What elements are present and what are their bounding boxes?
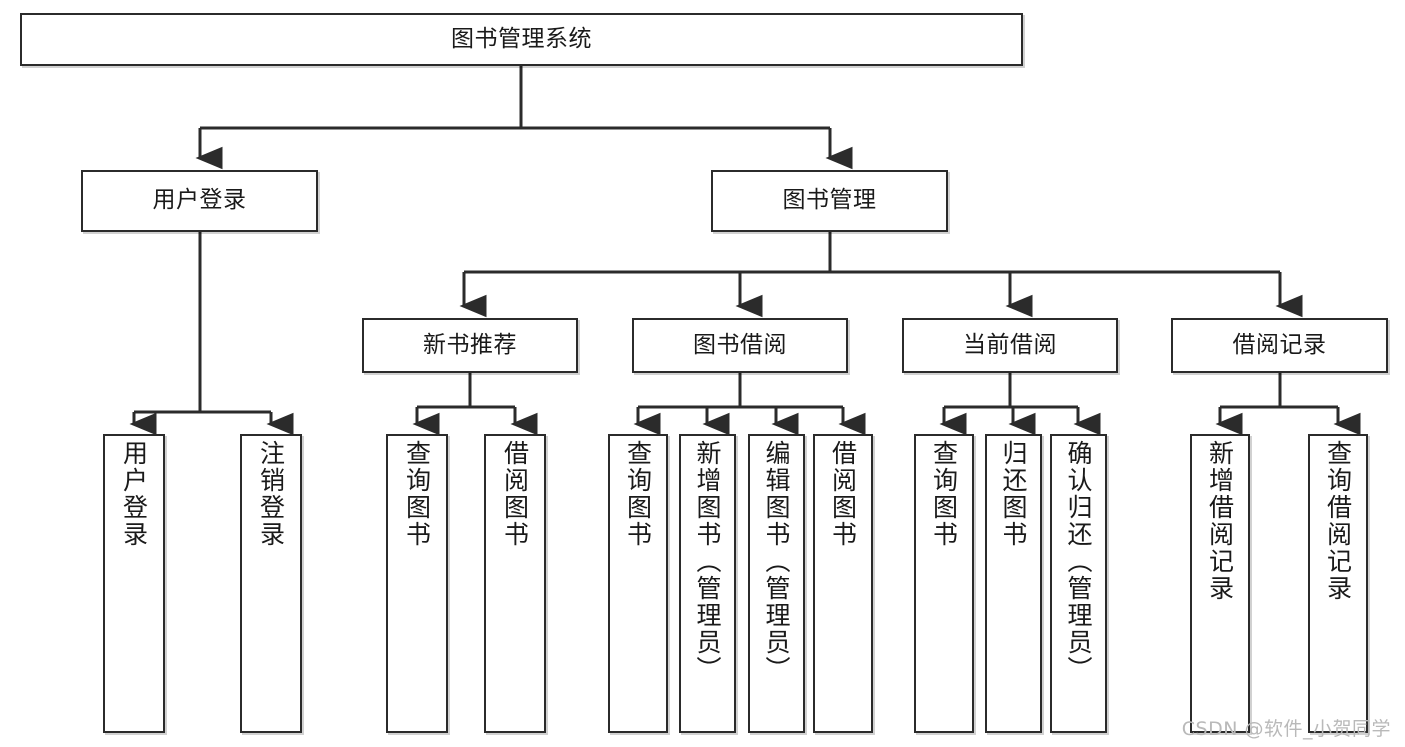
node-leaf-query-book-borrow[interactable]: 查询图书 xyxy=(608,434,668,733)
node-leaf-logout[interactable]: 注销登录 xyxy=(240,434,302,733)
node-leaf-confirm-return-label: 确认归还（管理员） xyxy=(1064,440,1093,683)
node-leaf-edit-book[interactable]: 编辑图书（管理员） xyxy=(748,434,805,733)
node-leaf-user-login[interactable]: 用户登录 xyxy=(103,434,165,733)
node-leaf-query-record[interactable]: 查询借阅记录 xyxy=(1308,434,1368,733)
node-leaf-query-book-rec-label: 查询图书 xyxy=(402,440,432,548)
node-leaf-return-book-label: 归还图书 xyxy=(999,440,1028,548)
node-leaf-query-book-cur-label: 查询图书 xyxy=(929,440,959,548)
node-user-login-label: 用户登录 xyxy=(152,187,247,214)
node-user-login[interactable]: 用户登录 xyxy=(81,170,318,232)
node-leaf-add-book[interactable]: 新增图书（管理员） xyxy=(679,434,736,733)
node-current-borrow[interactable]: 当前借阅 xyxy=(902,318,1118,373)
watermark-text: CSDN @软件_小贺同学 xyxy=(1181,718,1391,740)
node-book-manage-label: 图书管理 xyxy=(782,187,877,214)
node-borrow-record-label: 借阅记录 xyxy=(1232,331,1327,358)
node-leaf-query-book-borrow-label: 查询图书 xyxy=(623,440,653,548)
node-leaf-borrow-book[interactable]: 借阅图书 xyxy=(813,434,873,733)
node-current-borrow-label: 当前借阅 xyxy=(963,331,1057,358)
node-leaf-borrow-book-rec-label: 借阅图书 xyxy=(500,440,530,548)
node-leaf-user-login-label: 用户登录 xyxy=(119,440,149,548)
node-leaf-query-book-cur[interactable]: 查询图书 xyxy=(914,434,974,733)
node-book-borrow-label: 图书借阅 xyxy=(693,331,787,358)
node-borrow-record[interactable]: 借阅记录 xyxy=(1171,318,1388,373)
node-leaf-query-book-rec[interactable]: 查询图书 xyxy=(386,434,448,733)
node-leaf-confirm-return[interactable]: 确认归还（管理员） xyxy=(1050,434,1107,733)
node-leaf-borrow-book-rec[interactable]: 借阅图书 xyxy=(484,434,546,733)
node-new-book-rec[interactable]: 新书推荐 xyxy=(362,318,578,373)
node-leaf-return-book[interactable]: 归还图书 xyxy=(985,434,1042,733)
node-root[interactable]: 图书管理系统 xyxy=(20,13,1023,66)
node-leaf-add-record[interactable]: 新增借阅记录 xyxy=(1190,434,1250,733)
node-leaf-logout-label: 注销登录 xyxy=(256,440,286,548)
node-root-label: 图书管理系统 xyxy=(451,25,592,52)
node-leaf-add-book-label: 新增图书（管理员） xyxy=(693,440,722,683)
node-leaf-query-record-label: 查询借阅记录 xyxy=(1323,440,1353,602)
node-leaf-add-record-label: 新增借阅记录 xyxy=(1205,440,1235,602)
node-book-manage[interactable]: 图书管理 xyxy=(711,170,948,232)
node-book-borrow[interactable]: 图书借阅 xyxy=(632,318,848,373)
node-leaf-borrow-book-label: 借阅图书 xyxy=(828,440,858,548)
node-leaf-edit-book-label: 编辑图书（管理员） xyxy=(762,440,791,683)
node-new-book-rec-label: 新书推荐 xyxy=(423,331,517,358)
